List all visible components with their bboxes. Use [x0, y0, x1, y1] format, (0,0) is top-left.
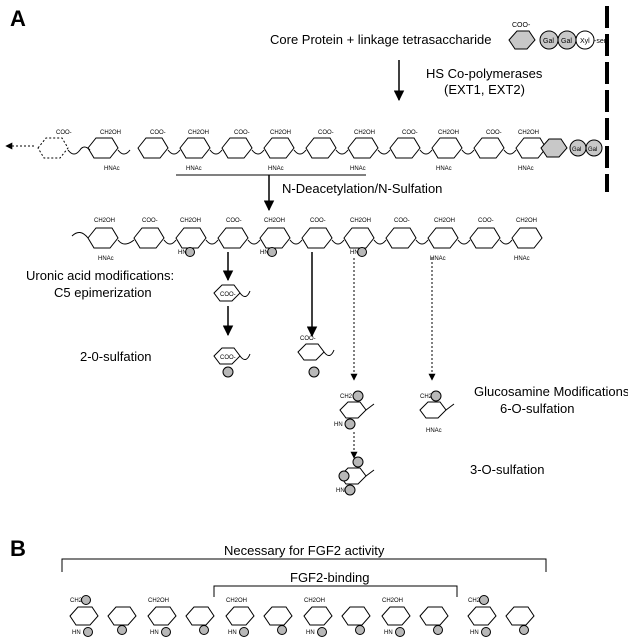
polymer-chain-b [69, 606, 535, 626]
svg-text:COO-: COO- [56, 130, 72, 136]
polymer-chain-1 [37, 137, 547, 159]
svg-text:HN: HN [228, 630, 237, 636]
polymer-chain-b-sulfates [81, 595, 529, 637]
idoa-coo: COO- [220, 292, 236, 298]
svg-text:COO-: COO- [226, 218, 242, 224]
polymer-chain-2-labels: CH2OH COO- CH2OH COO- CH2OH COO- CH2OH C… [94, 218, 537, 262]
svg-text:HN: HN [306, 630, 315, 636]
sulfate-2o-a [222, 366, 234, 378]
svg-text:COO-: COO- [478, 218, 494, 224]
svg-text:HN: HN [178, 250, 187, 256]
svg-text:HNAc: HNAc [518, 166, 534, 172]
six-o-sulfation-label: 6-O-sulfation [500, 401, 575, 416]
svg-text:HN: HN [150, 630, 159, 636]
polymer-chain-b-labels: CH2 CH2OH CH2OH CH2OH CH2OH CH2 HN HN HN… [70, 598, 481, 636]
c5-epimerization-label: C5 epimerization [54, 285, 152, 300]
polymer-chain-2-sulfates [185, 247, 367, 257]
svg-text:CH2OH: CH2OH [100, 130, 121, 136]
linkage-chain-1: Gal Gal [540, 138, 603, 158]
svg-text:Gal: Gal [572, 147, 581, 153]
fgf2-activity-bracket [61, 558, 547, 572]
svg-text:CH2OH: CH2OH [188, 130, 209, 136]
svg-text:HN: HN [72, 630, 81, 636]
glcnac-6o-sulfated [419, 401, 455, 419]
svg-text:CH2: CH2 [70, 598, 83, 604]
svg-text:HNAc: HNAc [104, 166, 120, 172]
svg-text:COO-: COO- [220, 355, 236, 361]
glcns-6o-sulfated [339, 401, 375, 419]
glucosamine-mod-label: Glucosamine Modifications: [474, 384, 628, 399]
svg-text:HN: HN [384, 630, 393, 636]
linkage-top: COO- Gal Gal Xyl -ser [508, 22, 607, 50]
core-protein-label: Core Protein + linkage tetrasaccharide [270, 32, 492, 47]
ser-text: -ser [594, 38, 607, 45]
svg-text:COO-: COO- [142, 218, 158, 224]
svg-text:HNAc: HNAc [436, 166, 452, 172]
idoa-epimerized [213, 284, 251, 302]
svg-text:COO-: COO- [394, 218, 410, 224]
fgf2-activity-label: Necessary for FGF2 activity [224, 543, 385, 558]
svg-text:HN: HN [350, 250, 359, 256]
glca-2o-sulfated [297, 343, 335, 361]
gal-text-1: Gal [543, 38, 554, 45]
sulfate-2o-b [308, 366, 320, 378]
svg-text:CH2OH: CH2OH [180, 218, 201, 224]
ext-enzymes-label: (EXT1, EXT2) [444, 82, 525, 97]
two-o-sulfation-label: 2-0-sulfation [80, 349, 152, 364]
svg-text:CH2OH: CH2OH [434, 218, 455, 224]
svg-text:HNAc: HNAc [186, 166, 202, 172]
svg-text:COO-: COO- [150, 130, 166, 136]
svg-text:CH2OH: CH2OH [94, 218, 115, 224]
xyl-text: Xyl [580, 38, 590, 45]
svg-text:COO-: COO- [300, 336, 316, 342]
svg-text:HN: HN [334, 422, 343, 428]
polymer-chain-2 [71, 227, 543, 249]
svg-text:CH2OH: CH2OH [518, 130, 539, 136]
svg-text:CH2OH: CH2OH [382, 598, 403, 604]
svg-text:CH2OH: CH2OH [270, 130, 291, 136]
svg-text:CH2: CH2 [468, 598, 481, 604]
svg-text:HN: HN [470, 630, 479, 636]
svg-text:COO-: COO- [234, 130, 250, 136]
svg-text:COO-: COO- [318, 130, 334, 136]
svg-text:CH2OH: CH2OH [226, 598, 247, 604]
svg-text:Gal: Gal [588, 147, 597, 153]
svg-text:COO-: COO- [486, 130, 502, 136]
svg-text:COO-: COO- [402, 130, 418, 136]
gal-text-2: Gal [561, 38, 572, 45]
svg-text:HNAc: HNAc [426, 428, 442, 434]
svg-text:CH2: CH2 [420, 394, 433, 400]
idoa-2o-sulfated [213, 347, 251, 365]
svg-text:CH2OH: CH2OH [304, 598, 325, 604]
svg-text:CH2OH: CH2OH [350, 218, 371, 224]
xyl-circle [575, 30, 595, 50]
svg-text:CH2OH: CH2OH [354, 130, 375, 136]
svg-text:CH2OH: CH2OH [264, 218, 285, 224]
svg-text:COO-: COO- [310, 218, 326, 224]
glcns-3o-sulfated [339, 467, 375, 485]
panel-label-b: B [10, 536, 26, 561]
panel-label-a: A [10, 6, 26, 31]
coo-label-top: COO- [512, 22, 531, 29]
svg-text:HN: HN [336, 488, 345, 494]
svg-text:CH2OH: CH2OH [516, 218, 537, 224]
svg-text:HNAc: HNAc [268, 166, 284, 172]
svg-text:HNAc: HNAc [98, 256, 114, 262]
fgf2-binding-bracket [213, 585, 458, 597]
n-deacetylation-label: N-Deacetylation/N-Sulfation [282, 181, 443, 196]
svg-text:HNAc: HNAc [514, 256, 530, 262]
uronic-acid-label: Uronic acid modifications: [26, 268, 175, 283]
fgf2-binding-label: FGF2-binding [290, 570, 370, 585]
svg-text:CH2OH: CH2OH [438, 130, 459, 136]
svg-text:HNAc: HNAc [350, 166, 366, 172]
glcua-hexagon-top [508, 30, 536, 50]
three-o-sulfation-label: 3-O-sulfation [470, 462, 545, 477]
svg-text:HNAc: HNAc [430, 256, 446, 262]
svg-text:CH2: CH2 [340, 394, 353, 400]
svg-text:HN: HN [260, 250, 269, 256]
svg-text:CH2OH: CH2OH [148, 598, 169, 604]
co-polymerase-label: HS Co-polymerases [426, 66, 543, 81]
polymer-chain-1-labels: COO- CH2OH COO- CH2OH COO- CH2OH COO- CH… [56, 130, 539, 172]
